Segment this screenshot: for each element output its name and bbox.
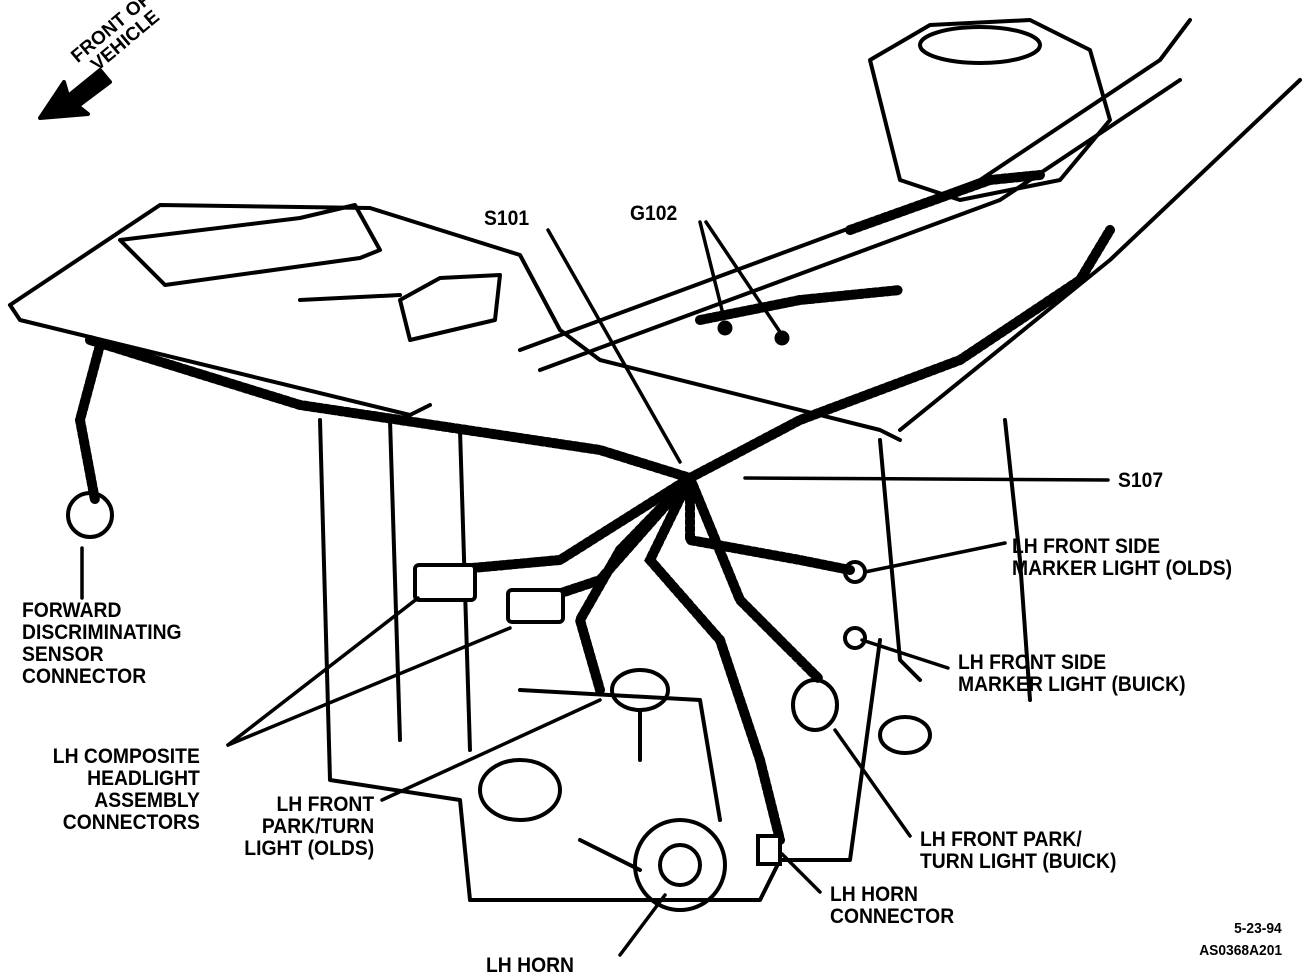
park-buick-line-1: LH FRONT PARK/ [920,828,1082,851]
label-lh-composite-headlight-connectors: LH COMPOSITE HEADLIGHT ASSEMBLY CONNECTO… [53,746,200,834]
leader-side-olds [863,541,1007,574]
g102-ground-2 [774,330,790,346]
label-lh-front-side-marker-olds: LH FRONT SIDE MARKER LIGHT (OLDS) [1012,536,1232,580]
leader-park-buick [833,728,912,838]
label-s107: S107 [1118,469,1164,492]
leader-park-olds [380,698,602,802]
leader-composite-a [226,596,420,747]
park-olds-line-2: PARK/TURN [261,815,374,838]
park-turn-olds-socket [610,668,670,712]
label-lh-front-side-marker-buick: LH FRONT SIDE MARKER LIGHT (BUICK) [958,652,1186,696]
leader-composite-b [226,626,512,747]
side-olds-line-2: MARKER LIGHT (OLDS) [1012,557,1233,580]
label-s101: S101 [484,207,530,230]
headlamp-housing [318,418,882,902]
composite-line-1: LH COMPOSITE [52,745,200,768]
label-lh-horn-connector: LH HORN CONNECTOR [830,884,954,928]
strut-tower [868,18,1112,202]
leader-g102-b [704,220,782,334]
leader-lines [80,220,1110,957]
fdsc-line-1: FORWARD [22,599,122,622]
park-turn-buick-socket [791,678,839,732]
horn-connector-line-1: LH HORN [830,883,919,906]
leader-side-buick [860,638,950,670]
horn-connector-line-2: CONNECTOR [830,905,955,928]
composite-line-4: CONNECTORS [62,811,200,834]
leader-s107 [743,476,1110,482]
figure-id: AS0368A201 [1199,942,1282,959]
headlight-connector-1 [413,563,477,602]
fdsc-line-4: CONNECTOR [22,665,147,688]
side-marker-buick-socket [843,626,867,650]
park-olds-line-1: LH FRONT [276,793,374,816]
side-buick-line-2: MARKER LIGHT (BUICK) [958,673,1186,696]
composite-line-3: ASSEMBLY [94,789,200,812]
side-buick-line-1: LH FRONT SIDE [958,651,1107,674]
label-g102: G102 [630,202,678,225]
leader-g102-a [698,220,726,320]
g102-ground-1 [717,320,733,336]
headlight-connector-2 [506,588,565,624]
fender-outline [518,18,1192,352]
front-arrow-icon [38,68,112,120]
park-buick-line-2: TURN LIGHT (BUICK) [920,850,1117,873]
horn-body [633,818,727,912]
label-forward-discriminating-sensor-connector: FORWARD DISCRIMINATING SENSOR CONNECTOR [22,600,182,688]
leader-horn-connector [780,852,822,894]
figure-date: 5-23-94 [1234,920,1282,937]
leader-horn [618,893,667,957]
composite-line-2: HEADLIGHT [87,767,200,790]
fdsc-line-2: DISCRIMINATING [22,621,182,644]
fdsc-line-3: SENSOR [22,643,104,666]
horn-connector [756,834,782,866]
label-lh-front-park-turn-buick: LH FRONT PARK/ TURN LIGHT (BUICK) [920,829,1116,873]
side-olds-line-1: LH FRONT SIDE [1012,535,1161,558]
park-olds-line-3: LIGHT (OLDS) [244,837,374,860]
radiator-support [8,203,902,442]
label-lh-horn: LH HORN [486,954,575,977]
horn-mount [478,758,562,822]
leader-s101 [546,228,682,464]
label-lh-front-park-turn-olds: LH FRONT PARK/TURN LIGHT (OLDS) [244,794,374,860]
